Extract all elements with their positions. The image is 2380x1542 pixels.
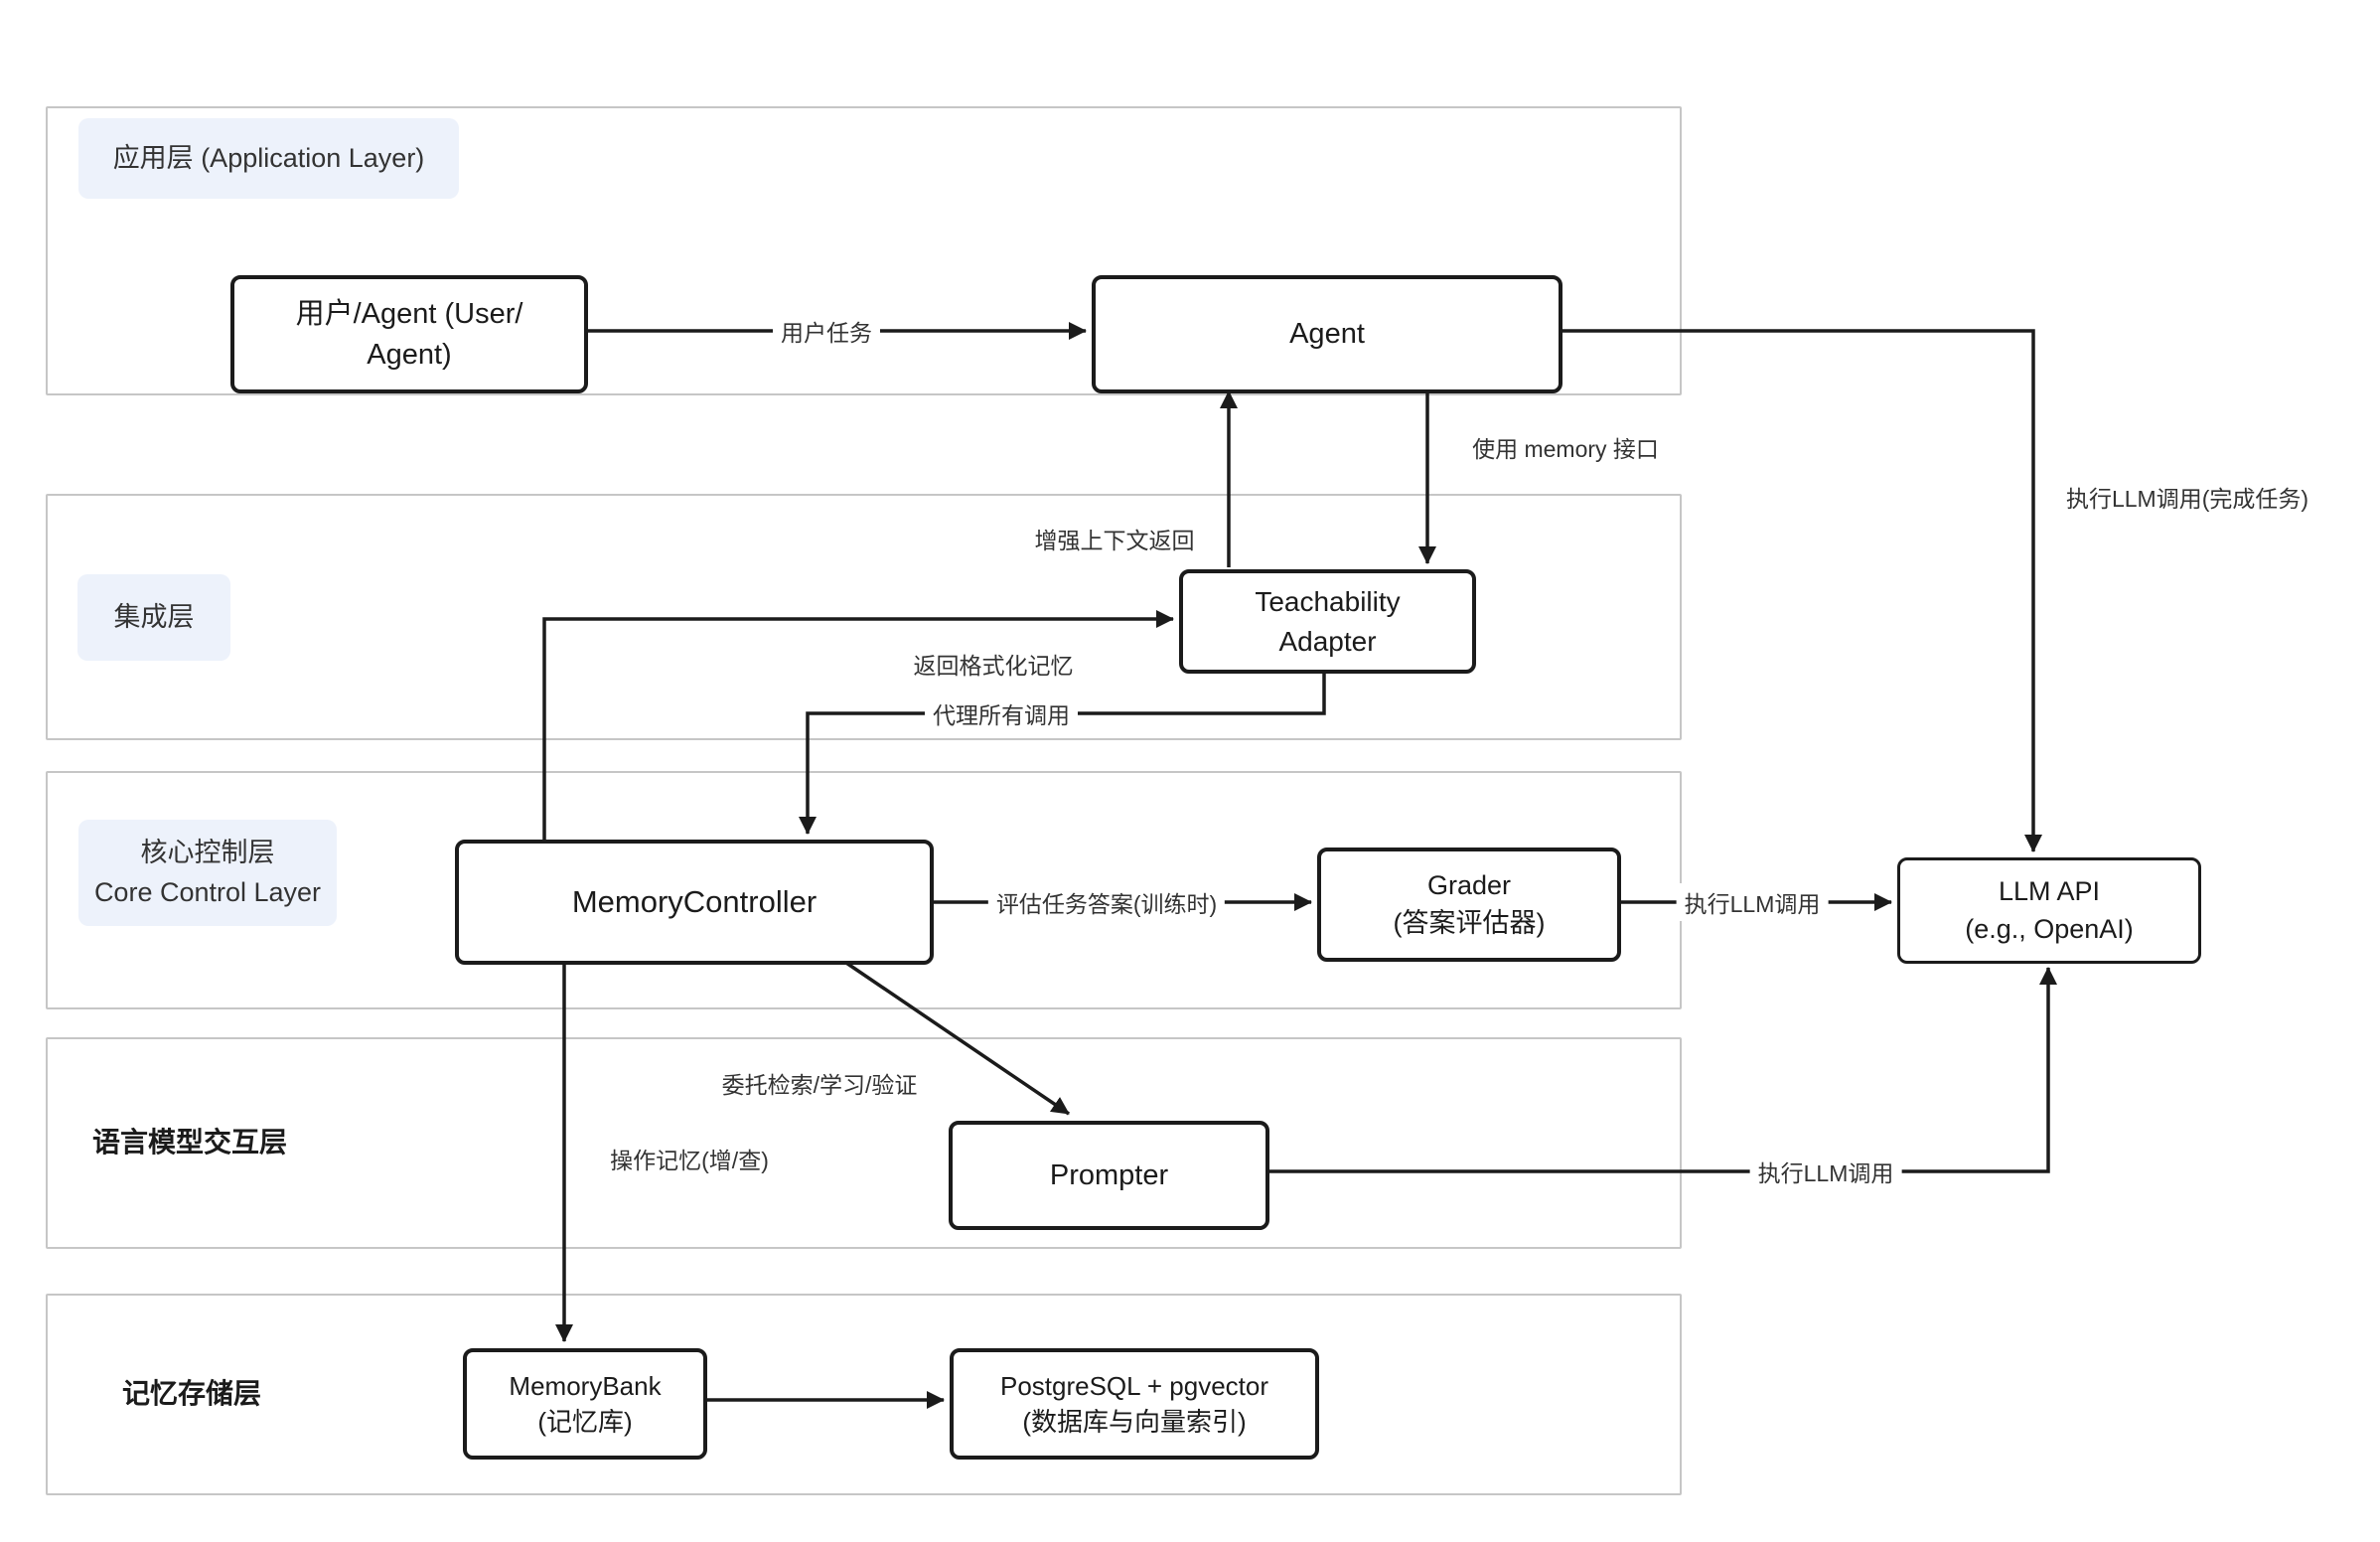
edge-label-delegate: 委托检索/学习/验证 — [713, 1064, 926, 1102]
node-teachability-line2: Adapter — [1278, 625, 1377, 657]
layer-label-core-control-zh: 核心控制层 — [140, 838, 275, 868]
node-prompter-line1: Prompter — [1049, 1158, 1169, 1191]
node-llm-api: LLM API (e.g., OpenAI) — [1897, 857, 2201, 964]
edge-label-exec-llm-grader: 执行LLM调用 — [1676, 883, 1829, 921]
edge-memctrl-to-prompter — [839, 957, 1070, 1116]
edge-agent-to-llm-api — [1555, 329, 2042, 852]
edge-prompter-to-llm-api — [1262, 967, 2057, 1173]
edge-label-exec-llm-prompter: 执行LLM调用 — [1749, 1153, 1902, 1190]
edge-label-proxy-all-calls: 代理所有调用 — [925, 694, 1078, 732]
node-grader-line2: (答案评估器) — [1393, 907, 1546, 938]
node-llm-api-line2: (e.g., OpenAI) — [1965, 913, 2134, 944]
node-agent: Agent — [1092, 275, 1562, 393]
edge-teachability-to-memctrl — [799, 666, 1326, 835]
edge-label-operate-memory: 操作记忆(增/查) — [602, 1140, 777, 1177]
edge-label-user-task: 用户任务 — [773, 312, 880, 350]
node-memory-bank-line1: MemoryBank — [509, 1370, 662, 1401]
edge-label-return-formatted: 返回格式化记忆 — [905, 645, 1082, 683]
node-user-agent: 用户/Agent (User/ Agent) — [230, 275, 588, 393]
node-memory-bank-line2: (记忆库) — [537, 1407, 633, 1437]
layer-label-integration: 集成层 — [77, 574, 230, 661]
edge-memctrl-to-teachability — [542, 610, 1174, 840]
node-grader-line1: Grader — [1426, 869, 1512, 900]
node-llm-api-line1: LLM API — [1998, 875, 2101, 906]
node-user-agent-line1: 用户/Agent (User/ — [295, 297, 523, 330]
edge-label-exec-llm-complete: 执行LLM调用(完成任务) — [2057, 478, 2317, 516]
edge-label-augmented-context: 增强上下文返回 — [1026, 520, 1203, 557]
node-memory-bank: MemoryBank (记忆库) — [463, 1348, 707, 1460]
node-postgresql-line2: (数据库与向量索引) — [1022, 1407, 1247, 1437]
layer-label-language-model: 语言模型交互层 — [92, 1127, 288, 1157]
node-postgresql-line1: PostgreSQL + pgvector — [999, 1370, 1269, 1401]
node-agent-line1: Agent — [1289, 318, 1365, 351]
layer-label-core-control: 核心控制层 Core Control Layer — [78, 820, 337, 926]
layer-label-memory-storage: 记忆存储层 — [122, 1378, 262, 1409]
edge-label-use-memory-interface: 使用 memory 接口 — [1464, 428, 1667, 466]
node-user-agent-line2: Agent) — [367, 338, 452, 371]
layer-label-core-control-en: Core Control Layer — [93, 876, 322, 907]
layer-label-application-text: 应用层 (Application Layer) — [112, 142, 425, 173]
node-grader: Grader (答案评估器) — [1317, 848, 1621, 962]
node-teachability-line1: Teachability — [1255, 586, 1401, 618]
layer-label-application: 应用层 (Application Layer) — [78, 118, 459, 199]
node-postgresql: PostgreSQL + pgvector (数据库与向量索引) — [950, 1348, 1319, 1460]
node-teachability-adapter: Teachability Adapter — [1179, 569, 1476, 674]
layer-memory-storage-container — [46, 1294, 1682, 1495]
node-memory-controller: MemoryController — [455, 840, 934, 965]
edge-label-evaluate-answers: 评估任务答案(训练时) — [987, 883, 1226, 921]
node-prompter: Prompter — [949, 1121, 1269, 1230]
layer-label-integration-text: 集成层 — [113, 601, 195, 632]
node-memory-controller-line1: MemoryController — [571, 884, 818, 920]
